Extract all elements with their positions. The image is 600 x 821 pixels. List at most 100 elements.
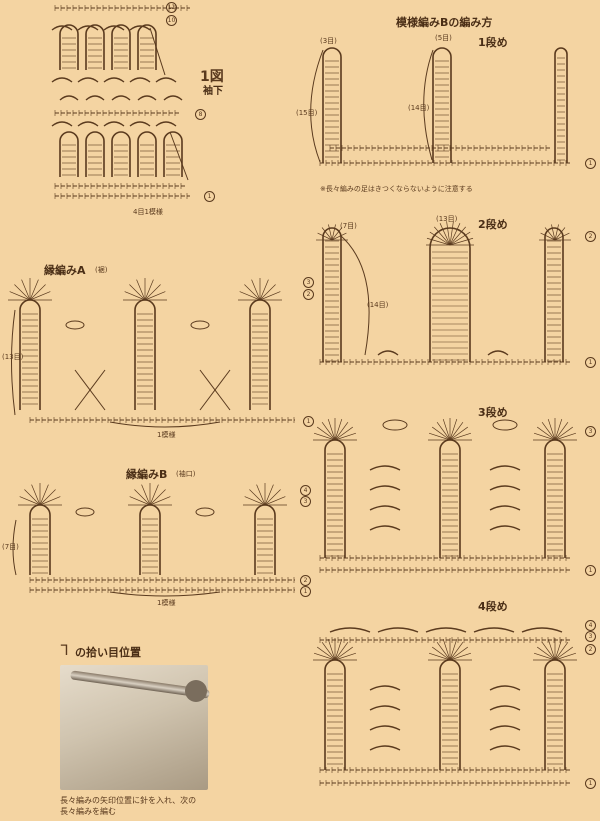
fan-stitch [31,484,41,506]
chain-arc [77,121,99,127]
stitch-arch [324,659,346,770]
stitch-arch [439,659,461,770]
chain-arc [369,685,401,691]
fan-stitch [244,496,266,506]
stitch-arch [249,299,271,410]
fan-stitch [431,426,451,441]
row4-label: 4段め [478,600,508,613]
row-marker: 1 [585,565,596,576]
fan-stitch [554,224,559,241]
fan-stitch [449,231,471,246]
fan-stitch [334,421,349,441]
stitch-arch [111,131,131,177]
row-marker: 3 [585,426,596,437]
fan-stitch [334,646,354,661]
chain-arc [137,95,157,101]
fan-stitch [251,279,261,301]
fan-stitch [316,426,336,441]
fan-stitch [449,421,464,441]
count-brace [310,49,324,163]
chain-arc [489,725,521,731]
fan-stitch [264,489,281,506]
fan-stitch [541,641,556,661]
fan-stitch [14,284,31,301]
repeat-brace [109,591,221,597]
fan-stitch [334,432,357,441]
row-marker: 1 [204,191,215,202]
fan-stitch [334,641,349,661]
figure1-title: 1図 [200,69,224,85]
chain-arc [489,685,521,691]
fan-stitch [449,226,466,246]
edgingA-repeat: 1模様 [157,431,176,439]
fan-stitch [29,279,39,301]
fan-stitch [449,221,454,246]
fan-stitch [249,489,266,506]
fan-stitch [431,646,451,661]
row1-label: 1段め [478,36,508,49]
fan-stitch [533,432,556,441]
fan-stitch [554,426,574,441]
chain-arc [489,465,521,471]
chain-arc [369,505,401,511]
count-brace [339,234,370,356]
fan-stitch [259,284,276,301]
stitch-arch [163,131,183,177]
count-label: (14目) [408,104,430,112]
fan-stitch [547,638,556,661]
row1-note: ※長々編みの足はきつくならないように注意する [320,185,473,193]
fan-stitch [239,291,261,301]
chain-arc [369,465,401,471]
edgingA-title: 縁編みA [44,264,86,277]
fan-stitch [436,421,451,441]
chain-arc [77,77,99,83]
fan-stitch [554,232,570,241]
patternB-title: 模様編みBの編み方 [396,16,493,29]
fan-stitch [449,652,472,661]
chain-arc [103,25,125,31]
chain-arc [329,627,371,633]
chain-loop [382,419,408,431]
fan-stitch [434,226,451,246]
row-marker: 2 [303,289,314,300]
row3-label: 3段め [478,406,508,419]
fan-stitch [331,224,336,241]
stitch-arch [139,504,161,575]
fan-stitch [446,221,451,246]
fan-stitch [321,421,336,441]
fan-stitch [536,426,556,441]
fan-stitch [331,232,347,241]
stitch-arch [59,131,79,177]
count-label: (15目) [296,109,318,117]
row-marker: 1 [585,778,596,789]
stitch-arch [429,227,471,362]
fan-stitch [547,418,556,441]
stitch-arch [85,24,105,70]
fan-stitch [149,496,171,506]
stitch-arch [59,24,79,70]
fan-stitch [21,279,31,301]
fan-stitch [554,638,563,661]
stitch-arch [544,659,566,770]
count-label: (3目) [320,37,337,45]
stitch-arch [134,299,156,410]
count-label: (7目) [340,222,357,230]
fan-stitch [134,489,151,506]
stitch-arch [111,24,131,70]
fan-stitch [449,426,469,441]
fan-stitch [426,237,451,246]
fan-stitch [149,484,159,506]
fan-stitch [136,279,146,301]
stitch-arch [439,439,461,558]
fan-stitch [428,432,451,441]
fan-stitch [449,432,472,441]
fan-stitch [317,232,333,241]
fan-stitch [313,652,336,661]
chain-arc [369,725,401,731]
fan-stitch [541,421,556,441]
row-marker: 1 [303,416,314,427]
fan-stitch [551,224,556,241]
row-marker: 4 [300,485,311,496]
chain-arc [103,77,125,83]
fan-stitch [124,291,146,301]
